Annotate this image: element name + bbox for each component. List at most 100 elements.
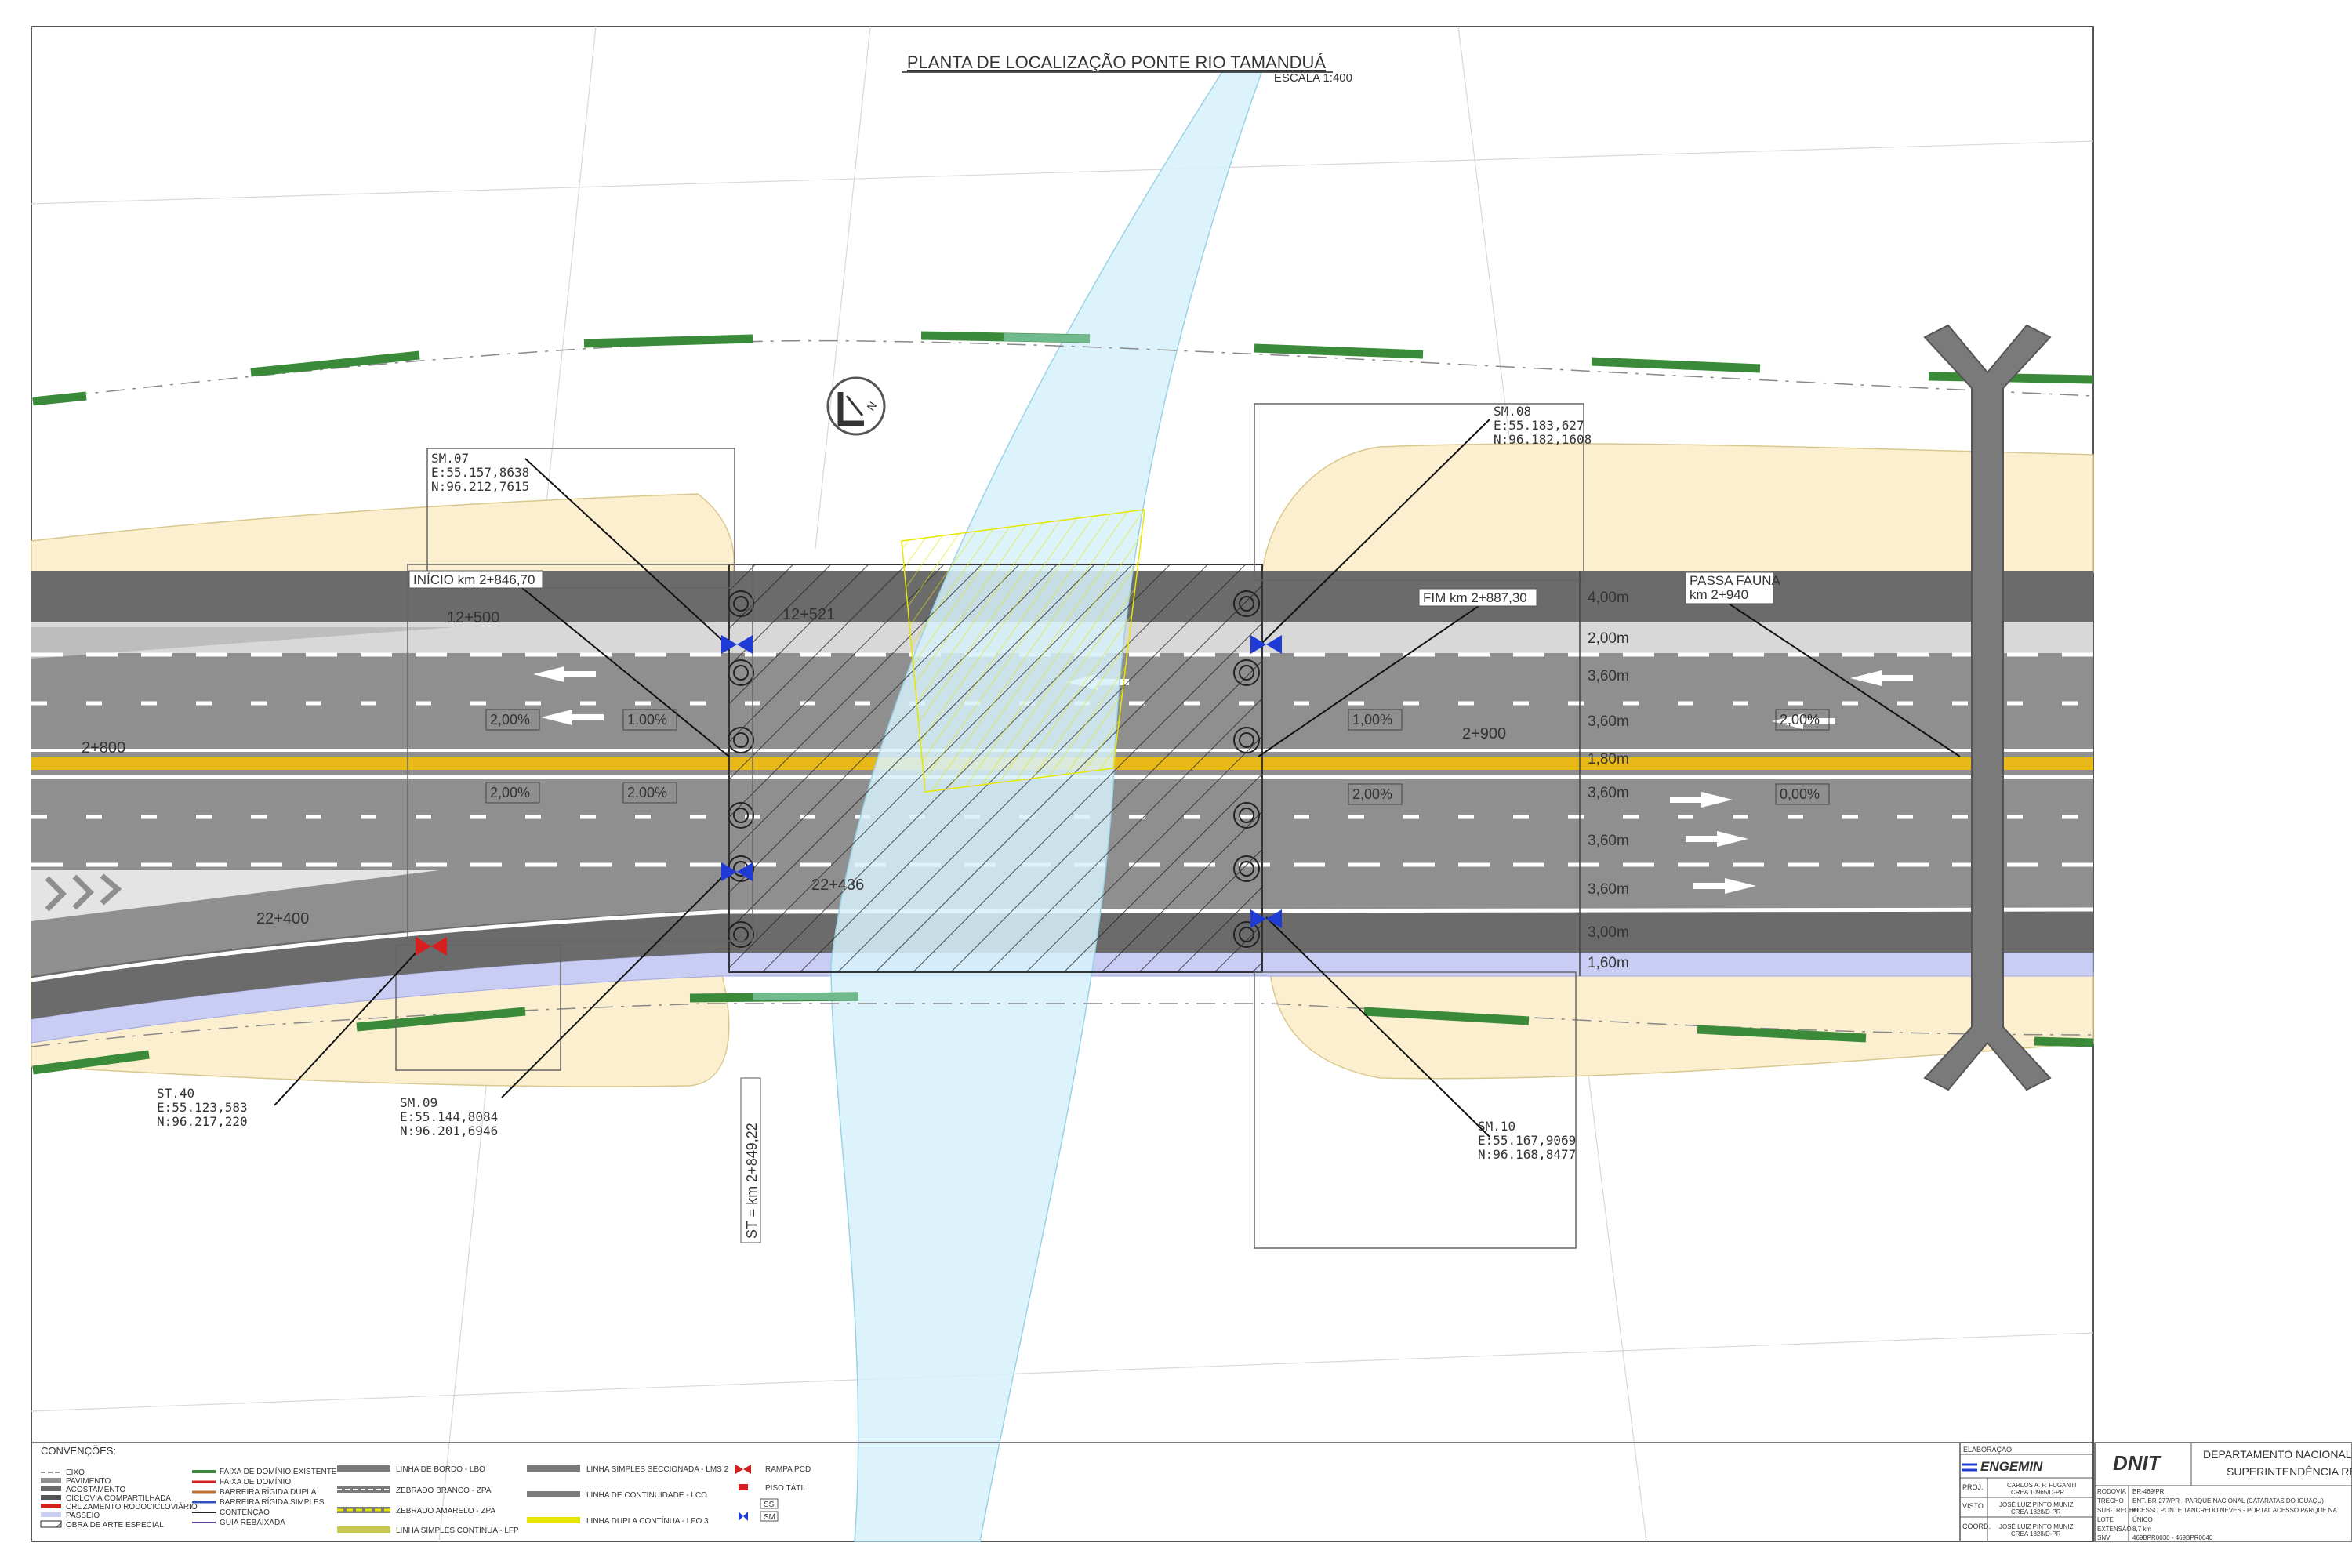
tb-v-extensao: 8,7 km — [2132, 1526, 2151, 1533]
passa-fauna-label: PASSA FAUNA — [1690, 573, 1781, 588]
fim-label: FIM km 2+887,30 — [1423, 590, 1527, 605]
shoulder-bottom — [31, 909, 2093, 1019]
slope-b: 1,00% — [627, 712, 667, 728]
earthwork-left-top — [31, 493, 735, 573]
tb-crea3: CREA 1828/D-PR — [2011, 1530, 2061, 1537]
tb-f-subtrecho: SUB-TRECHO — [2097, 1507, 2139, 1514]
sm10-name: SM.10 — [1478, 1119, 1515, 1134]
tb-v-subtrecho: ACESSO PONTE TANCREDO NEVES - PORTAL ACE… — [2132, 1507, 2337, 1514]
station-22436: 22+436 — [811, 877, 864, 894]
sm10-e: E:55.167,9069 — [1478, 1133, 1576, 1148]
tb-person1: CARLOS A. P. FUGANTI — [2007, 1482, 2076, 1489]
legend-col4: LINHA SIMPLES SECCIONADA - LMS 2 LINHA D… — [527, 1465, 729, 1526]
station-12500: 12+500 — [447, 609, 499, 626]
earthwork-right-top — [1261, 443, 2094, 573]
st40-e: E:55.123,583 — [157, 1100, 248, 1115]
width-1: 4,00m — [1588, 590, 1629, 606]
station-2800: 2+800 — [82, 739, 125, 757]
tb-v-snv: 469BPR0030 - 469BPR0040 — [2132, 1534, 2213, 1541]
drawing-scale: ESCALA 1:400 — [1274, 71, 1352, 85]
tb-proj: PROJ. — [1962, 1483, 1984, 1491]
tb-v-trecho: ENT. BR-277/PR - PARQUE NACIONAL (CATARA… — [2132, 1497, 2324, 1504]
title-block: ELABORAÇÃO ENGEMIN PROJ. VISTO COORD. CA… — [1959, 1442, 2352, 1542]
slope-e: 1,00% — [1352, 712, 1392, 728]
tb-engemin: ENGEMIN — [1980, 1459, 2043, 1474]
legend-barreira-simples: BARREIRA RÍGIDA SIMPLES — [220, 1497, 325, 1507]
legend-guia: GUIA REBAIXADA — [220, 1519, 285, 1527]
north-arrow-icon: N — [826, 376, 886, 436]
sm07-e: E:55.157,8638 — [431, 465, 529, 480]
tb-f-lote: LOTE — [2097, 1516, 2114, 1523]
station-22400: 22+400 — [256, 910, 309, 927]
legend-col3: LINHA DE BORDO - LBO ZEBRADO BRANCO - ZP… — [337, 1465, 519, 1535]
fence-lines — [31, 339, 2094, 1047]
tb-f-extensao: EXTENSÃO — [2097, 1526, 2132, 1533]
sm08-e: E:55.183,627 — [1494, 418, 1584, 433]
width-9: 3,00m — [1588, 924, 1629, 941]
tb-dnit: DNIT — [2113, 1451, 2162, 1475]
legend-eixo: EIXO — [66, 1468, 85, 1477]
callout-box-st40 — [395, 944, 561, 1071]
slope-d: 2,00% — [627, 785, 667, 800]
tb-crea2: CREA 1828/D-PR — [2011, 1508, 2061, 1515]
legend-acostamento: ACOSTAMENTO — [66, 1486, 126, 1494]
tb-dept1: DEPARTAMENTO NACIONAL DE — [2203, 1448, 2352, 1461]
width-6: 3,60m — [1588, 785, 1629, 801]
taper-top — [31, 627, 455, 659]
sm08-name: SM.08 — [1494, 404, 1531, 419]
legend-ciclovia: CICLOVIA COMPARTILHADA — [66, 1494, 171, 1503]
slope-c: 2,00% — [490, 785, 530, 800]
tb-coord: COORD. — [1962, 1523, 1991, 1530]
sm09-name: SM.09 — [400, 1095, 437, 1110]
legend-piso: PISO TÁTIL — [765, 1483, 808, 1493]
slope-g: 2,00% — [1352, 786, 1392, 802]
legend-lfo3: LINHA DUPLA CONTÍNUA - LFO 3 — [586, 1515, 709, 1526]
legend-lms2: LINHA SIMPLES SECCIONADA - LMS 2 — [586, 1465, 729, 1474]
width-5: 1,80m — [1588, 751, 1629, 768]
tb-f-trecho: TRECHO — [2097, 1497, 2124, 1504]
sm10-n: N:96.168,8477 — [1478, 1147, 1576, 1162]
survey-labels: SM.07 E:55.157,8638 N:96.212,7615 SM.08 … — [157, 404, 1592, 1162]
legend-passeio: PASSEIO — [66, 1512, 100, 1520]
legend-zebrado-amarelo: ZEBRADO AMARELO - ZPA — [396, 1507, 495, 1515]
width-4: 3,60m — [1588, 713, 1629, 730]
tb-elaboracao: ELABORAÇÃO — [1963, 1446, 2012, 1454]
legend-zebrado-branco: ZEBRADO BRANCO - ZPA — [396, 1486, 492, 1495]
inicio-label: INÍCIO km 2+846,70 — [413, 572, 535, 587]
north-letter: N — [864, 399, 879, 412]
tb-crea1: CREA 10965/D-PR — [2011, 1489, 2064, 1496]
legend-col2: FAIXA DE DOMÍNIO EXISTENTE FAIXA DE DOMÍ… — [192, 1466, 337, 1527]
st-station-label: ST = km 2+849,22 — [744, 1123, 760, 1239]
passa-fauna-structure — [1923, 324, 2052, 1091]
earthwork-right-bottom — [1269, 971, 2094, 1080]
sm07-n: N:96.212,7615 — [431, 479, 529, 494]
width-dimensions: 4,00m 2,00m 3,60m 3,60m 1,80m 3,60m 3,60… — [1579, 571, 1629, 976]
legend-contencao: CONTENÇÃO — [220, 1507, 270, 1517]
passa-fauna-km: km 2+940 — [1690, 587, 1748, 602]
station-2900: 2+900 — [1462, 725, 1506, 742]
survey-marker-icons — [416, 635, 1282, 956]
sm09-e: E:55.144,8084 — [400, 1109, 498, 1124]
width-10: 1,60m — [1588, 955, 1629, 971]
slope-a: 2,00% — [490, 712, 530, 728]
station-12521: 12+521 — [782, 606, 835, 623]
bike-lane — [31, 952, 2094, 1044]
legend-faixa-existente: FAIXA DE DOMÍNIO EXISTENTE — [220, 1466, 337, 1476]
legend-lco: LINHA DE CONTINUIDADE - LCO — [586, 1491, 707, 1500]
legend-col5: RAMPA PCD PISO TÁTIL SS SM — [735, 1465, 811, 1522]
tb-visto: VISTO — [1962, 1502, 1984, 1510]
slope-f: 2,00% — [1780, 712, 1820, 728]
legend-lfp: LINHA SIMPLES CONTÍNUA - LFP — [396, 1525, 519, 1535]
st40-n: N:96.217,220 — [157, 1114, 248, 1129]
width-3: 3,60m — [1588, 668, 1629, 684]
tb-f-rodovia: RODOVIA — [2097, 1488, 2127, 1495]
callout-box-sm07 — [426, 448, 735, 589]
leader-lines — [274, 419, 1961, 1138]
sm07-name: SM.07 — [431, 451, 469, 466]
gore-area — [31, 870, 439, 921]
drawing-title: PLANTA DE LOCALIZAÇÃO PONTE RIO TAMANDUÁ — [907, 53, 1327, 72]
legend-pavimento: PAVIMENTO — [66, 1477, 111, 1486]
callout-box-sm08 — [1254, 403, 1584, 581]
tb-dept2: SUPERINTENDÊNCIA REG — [2227, 1465, 2352, 1478]
width-2: 2,00m — [1588, 630, 1629, 647]
